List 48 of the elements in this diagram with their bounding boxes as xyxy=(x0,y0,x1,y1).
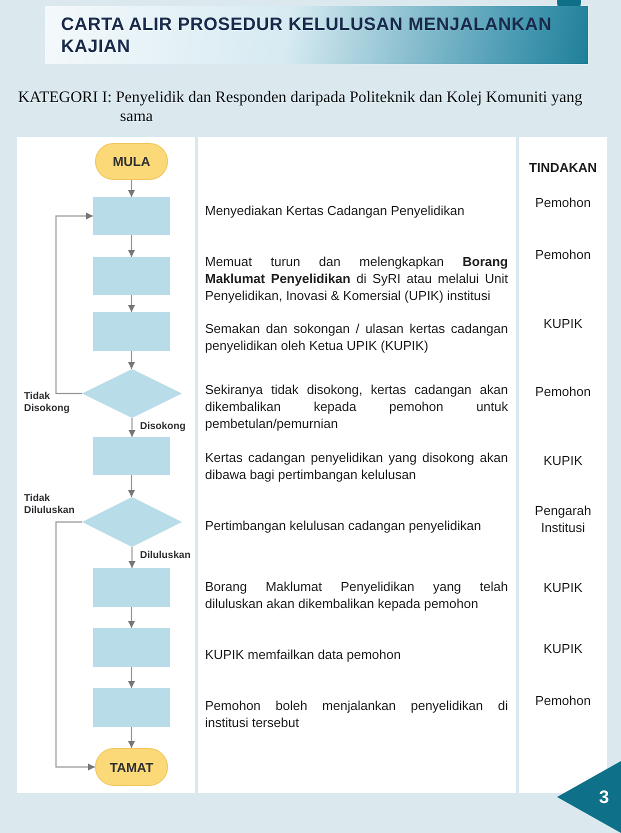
step-description: Borang Maklumat Penyelidikan yang telah diluluskan akan dikembalikan kepada pemohon xyxy=(205,578,508,612)
process-box xyxy=(93,628,170,667)
process-box xyxy=(93,437,170,475)
arrow xyxy=(128,475,136,497)
edge-label: Tidak Diluluskan xyxy=(24,493,76,517)
action-role: KUPIK xyxy=(542,452,584,469)
step-description: KUPIK memfailkan data pemohon xyxy=(205,646,402,663)
arrow xyxy=(128,607,136,628)
step-description: Semakan dan sokongan / ulasan kertas cadangan penyelidikan oleh Ketua UPIK (KUPIK) xyxy=(205,320,508,354)
step-description: Sekiranya tidak disokong, kertas cadangan akan dikembalikan kepada pemohon untuk pembetulan/pemurnian xyxy=(205,381,508,432)
process-box xyxy=(93,257,170,295)
action-role: KUPIK xyxy=(542,315,584,332)
action-role: Pemohon xyxy=(534,246,592,263)
step-description: Pertimbangan kelulusan cadangan penyelidikan xyxy=(205,517,482,534)
edge-label: Disokong xyxy=(140,421,186,433)
action-role: KUPIK xyxy=(542,640,584,657)
arrow xyxy=(55,212,93,394)
arrow xyxy=(128,418,136,437)
step-description: Pemohon boleh menjalankan penyelidikan di institusi tersebut xyxy=(205,697,508,731)
column-heading: TINDAKAN xyxy=(528,160,598,175)
arrow xyxy=(128,295,136,312)
arrow xyxy=(55,521,95,771)
decision-diamond xyxy=(82,497,182,547)
edge-label: Diluluskan xyxy=(140,550,191,562)
heading: KATEGORI I: Penyelidik dan Responden daripada Politeknik dan Kolej Komuniti yang sama xyxy=(18,88,584,126)
decision-diamond xyxy=(82,369,182,418)
step-description: Menyediakan Kertas Cadangan Penyelidikan xyxy=(205,202,466,219)
terminal-shape: TAMAT xyxy=(95,748,168,786)
step-description: Kertas cadangan penyelidikan yang disokong akan dibawa bagi pertimbangan kelulusan xyxy=(205,449,508,483)
process-box xyxy=(93,568,170,607)
arrow xyxy=(128,351,136,369)
arrow xyxy=(128,180,136,197)
process-box xyxy=(93,688,170,727)
arrow xyxy=(128,235,136,257)
action-role: Pemohon xyxy=(534,194,592,211)
process-box xyxy=(93,312,170,351)
action-role: KUPIK xyxy=(542,579,584,596)
edge-label: Tidak Disokong xyxy=(24,390,71,414)
action-role: Pemohon xyxy=(534,692,592,709)
step-description: Memuat turun dan melengkapkan Borang Maklumat Penyelidikan di SyRI atau melalui Unit Penyelidikan, Inovasi & Komersial (UPIK) institusi xyxy=(205,253,508,304)
process-box xyxy=(93,197,170,235)
terminal-shape: MULA xyxy=(95,143,168,180)
action-role: Pemohon xyxy=(534,383,592,400)
arrow xyxy=(128,547,136,568)
arrow xyxy=(128,667,136,688)
title-banner: CARTA ALIR PROSEDUR KELULUSAN MENJALANKAN KAJIAN xyxy=(45,6,588,64)
action-role: Pengarah Institusi xyxy=(534,502,592,536)
arrow xyxy=(128,727,136,748)
